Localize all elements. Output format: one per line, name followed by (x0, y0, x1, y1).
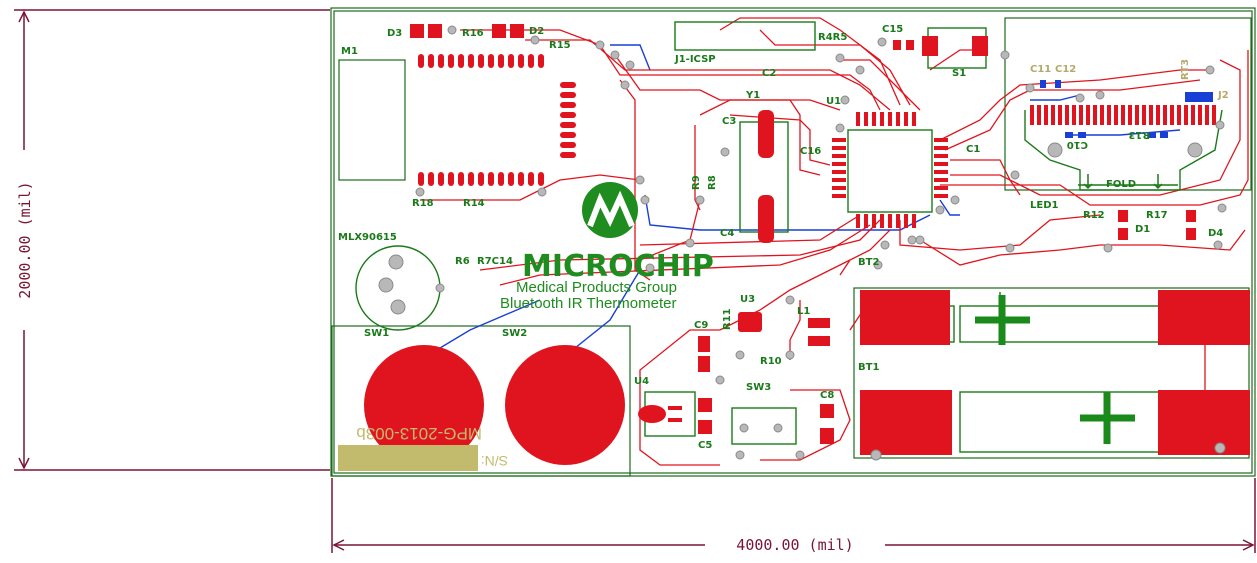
ref-mlx: MLX90615 (338, 232, 397, 243)
ref-s1: S1 (952, 68, 966, 79)
height-dimension-label: 2000.00 (mil) (16, 181, 34, 298)
ref-r17: R17 (1146, 210, 1168, 221)
microchip-logo-text: MICROCHIP (522, 249, 714, 284)
ref-c15: C15 (882, 24, 903, 35)
top-layer-traces (420, 17, 1249, 466)
ref-u3: U3 (740, 294, 755, 305)
silkscreen-details (355, 21, 1223, 453)
width-dimension-label: 4000.00 (mil) (736, 536, 853, 554)
serial-label: S/N: (481, 453, 508, 469)
ref-r15: R15 (549, 40, 571, 51)
fold-arrows (1083, 174, 1163, 190)
ref-j2: J2 (1217, 90, 1229, 101)
ref-sw3: SW3 (746, 382, 771, 393)
product-name-text: Bluetooth IR Thermometer (500, 295, 676, 312)
serial-number-block (338, 445, 478, 471)
ref-r7c14: R7C14 (477, 256, 513, 267)
ref-c4: C4 (720, 228, 734, 239)
ref-m1: M1 (341, 46, 358, 57)
ref-l1: L1 (797, 306, 810, 317)
ref-r10: R10 (760, 356, 782, 367)
ref-d4: D4 (1208, 228, 1223, 239)
ref-c9: C9 (694, 320, 708, 331)
ref-c1: C1 (966, 144, 980, 155)
ref-u1: U1 (826, 96, 841, 107)
ref-r11: R11 (722, 308, 733, 330)
bottom-layer-pads (1040, 80, 1213, 138)
ref-c5: C5 (698, 440, 712, 451)
ref-j1: J1-ICSP (674, 54, 716, 65)
reference-designators: M1 D3 R16 D2 R15 J1-ICSP R4R5 C15 S1 C2 … (338, 24, 1229, 451)
ref-c12: C12 (1055, 64, 1076, 75)
ref-d2: D2 (529, 26, 544, 37)
ref-u4: U4 (634, 376, 649, 387)
ref-c10: C10 (1067, 139, 1088, 150)
ref-r6: R6 (455, 256, 470, 267)
ref-d3: D3 (387, 28, 402, 39)
ref-c11: C11 (1030, 64, 1051, 75)
ref-r12: R12 (1083, 210, 1105, 221)
vias (378, 25, 1227, 461)
copper-pads (364, 24, 1250, 465)
ref-sw1: SW1 (364, 328, 389, 339)
part-number-text: MPG-2013-003b (356, 424, 482, 443)
ref-r13: R13 (1128, 129, 1150, 140)
ref-r16: R16 (462, 28, 484, 39)
fold-label: FOLD (1106, 179, 1136, 190)
ref-r4r5: R4R5 (818, 32, 847, 43)
group-name-text: Medical Products Group (516, 279, 677, 296)
ref-c2: C2 (762, 68, 776, 79)
board-outline (330, 7, 1256, 477)
ref-y1: Y1 (745, 90, 760, 101)
ref-c3: C3 (722, 116, 736, 127)
battery-plus-symbols (975, 295, 1135, 444)
ref-d1: D1 (1135, 224, 1150, 235)
ref-led1: LED1 (1030, 200, 1059, 211)
ref-bt1: BT1 (858, 362, 879, 373)
ref-c16: C16 (800, 146, 821, 157)
dimension-height (14, 9, 330, 471)
ref-bt2: BT2 (858, 257, 879, 268)
ref-r9: R9 (691, 175, 702, 190)
ref-r14: R14 (463, 198, 485, 209)
ref-rt3: RT3 (1180, 59, 1191, 80)
ref-sw2: SW2 (502, 328, 527, 339)
ref-r18: R18 (412, 198, 434, 209)
ref-r8: R8 (707, 175, 718, 190)
microchip-logo (582, 182, 638, 238)
ref-c8: C8 (820, 390, 834, 401)
